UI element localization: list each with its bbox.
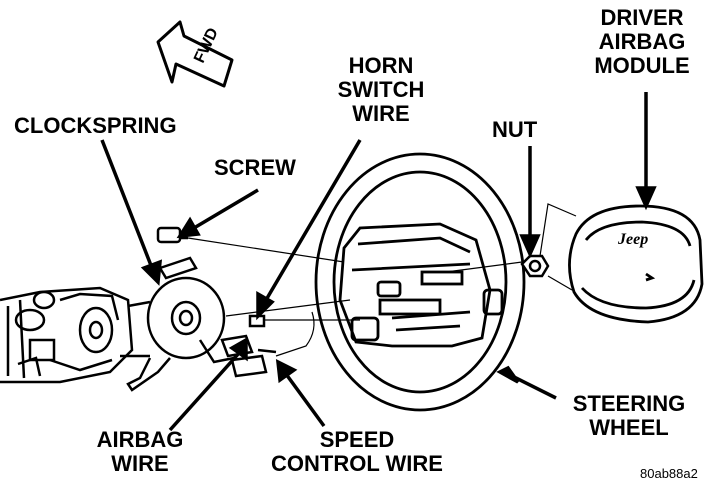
clockspring-part (126, 256, 235, 392)
nut-part (520, 254, 550, 278)
airbag-wire-line2: WIRE (111, 451, 169, 476)
clockspring-label: CLOCKSPRING (14, 113, 177, 138)
wire-connectors (220, 314, 277, 378)
assembly-lines (187, 203, 577, 357)
fwd-arrow-icon: FWD (156, 20, 234, 88)
screw-label: SCREW (214, 155, 296, 180)
steering-wheel-part (314, 152, 526, 412)
steering-column (0, 286, 151, 384)
steering-wheel-line1: STEERING (572, 391, 686, 416)
horn-switch-wire-line3: WIRE (352, 101, 410, 126)
module-logo: Jeep (617, 231, 648, 248)
speed-control-wire-line2: CONTROL WIRE (271, 451, 443, 476)
driver-airbag-module-line3: MODULE (594, 53, 690, 78)
driver-airbag-module-line2: AIRBAG (598, 29, 686, 54)
airbag-wire-label: AIRBAG WIRE (84, 428, 196, 476)
steering-wheel-label: STEERING WHEEL (556, 392, 702, 440)
driver-airbag-module-line1: DRIVER (600, 5, 684, 30)
speed-control-wire-label: SPEED CONTROL WIRE (246, 428, 468, 476)
speed-control-wire-line1: SPEED (319, 427, 395, 452)
airbag-wire-line1: AIRBAG (96, 427, 184, 452)
steering-wheel-line2: WHEEL (589, 415, 669, 440)
horn-switch-wire-label: HORN SWITCH WIRE (326, 54, 436, 126)
nut-label: NUT (492, 117, 538, 142)
leader-arrows (100, 92, 657, 432)
horn-switch-wire-line2: SWITCH (337, 77, 425, 102)
driver-airbag-module-label: DRIVER AIRBAG MODULE (586, 6, 698, 78)
horn-switch-wire-line1: HORN (348, 53, 414, 78)
figure-code: 80ab88a2 (640, 466, 698, 481)
airbag-module-part: Jeep (568, 204, 704, 324)
